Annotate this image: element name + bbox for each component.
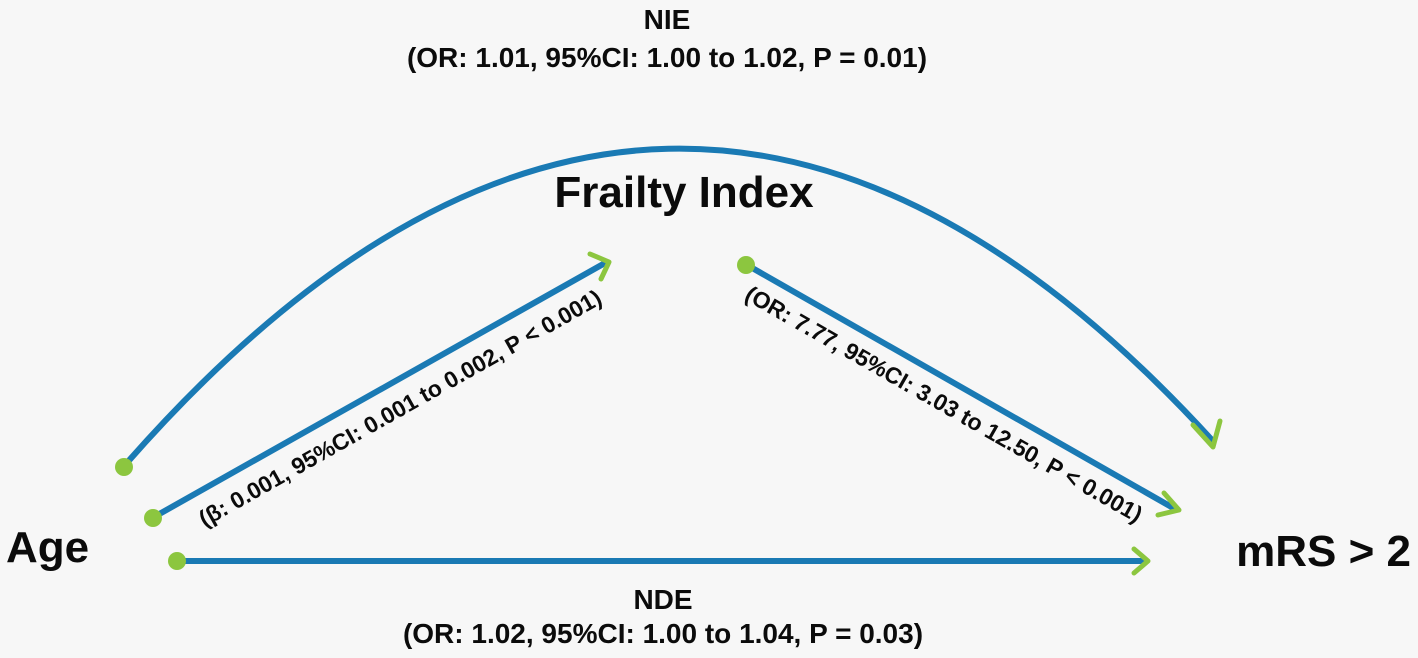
nde-start-dot — [168, 552, 186, 570]
mediator-node-label: Frailty Index — [554, 168, 814, 217]
path-a-start-dot — [144, 509, 162, 527]
nde-stats: (OR: 1.02, 95%CI: 1.00 to 1.04, P = 0.03… — [403, 618, 923, 649]
path-b-edge — [744, 262, 1178, 512]
outcome-node-label: mRS > 2 — [1236, 527, 1411, 576]
nie-title: NIE — [644, 4, 691, 35]
nie-arc-edge — [122, 145, 1215, 468]
exposure-node-label: Age — [6, 523, 89, 572]
path-b-start-dot — [737, 256, 755, 274]
nde-title: NDE — [633, 584, 692, 615]
nie-arrow-head — [1190, 418, 1223, 450]
path-a-arrow-head — [587, 251, 612, 282]
path-a-stats: (β: 0.001, 95%CI: 0.001 to 0.002, P < 0.… — [194, 284, 606, 531]
nde-arrow-head — [1131, 546, 1151, 576]
path-a-edge — [151, 260, 608, 520]
path-b-arrow-head — [1155, 490, 1182, 518]
nie-start-dot — [115, 458, 133, 476]
nie-stats: (OR: 1.01, 95%CI: 1.00 to 1.02, P = 0.01… — [407, 42, 927, 73]
